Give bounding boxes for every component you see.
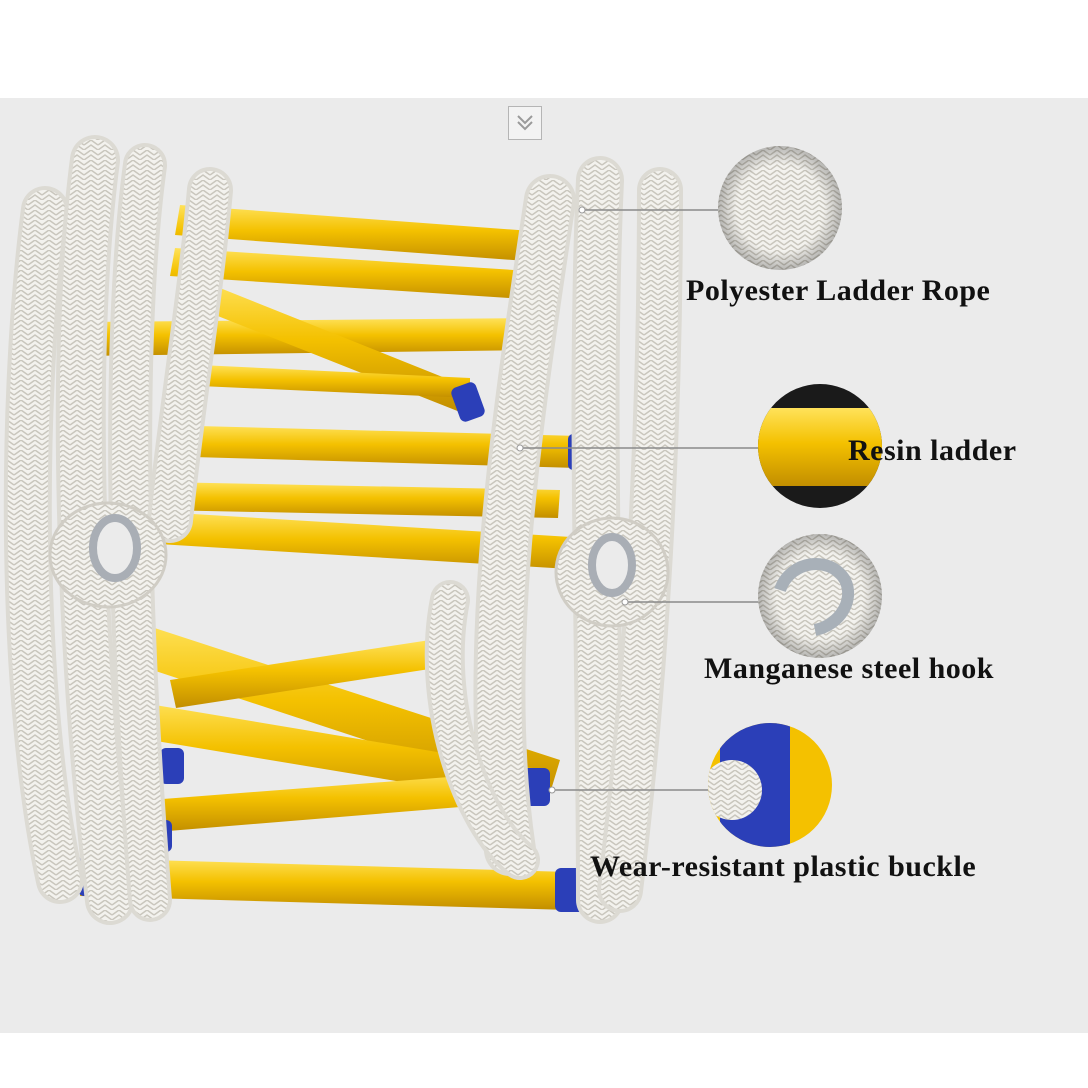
double-chevron-down-icon[interactable] <box>508 106 542 140</box>
callout-label-buckle: Wear-resistant plastic buckle <box>590 850 977 883</box>
callout-label-hook: Manganese steel hook <box>704 652 994 685</box>
braided-rope-icon <box>718 146 842 270</box>
steel-thimble-icon <box>758 534 882 658</box>
callout-label-rope: Polyester Ladder Rope <box>686 274 991 307</box>
callout-lines <box>520 209 772 791</box>
right-rope-bundle <box>424 156 683 924</box>
plastic-buckle-icon <box>708 723 832 847</box>
right-rope-eye <box>554 516 670 628</box>
callout-label-resin: Resin ladder <box>848 434 1017 467</box>
left-rope-eye <box>48 501 168 609</box>
resin-rung-icon <box>758 384 882 508</box>
